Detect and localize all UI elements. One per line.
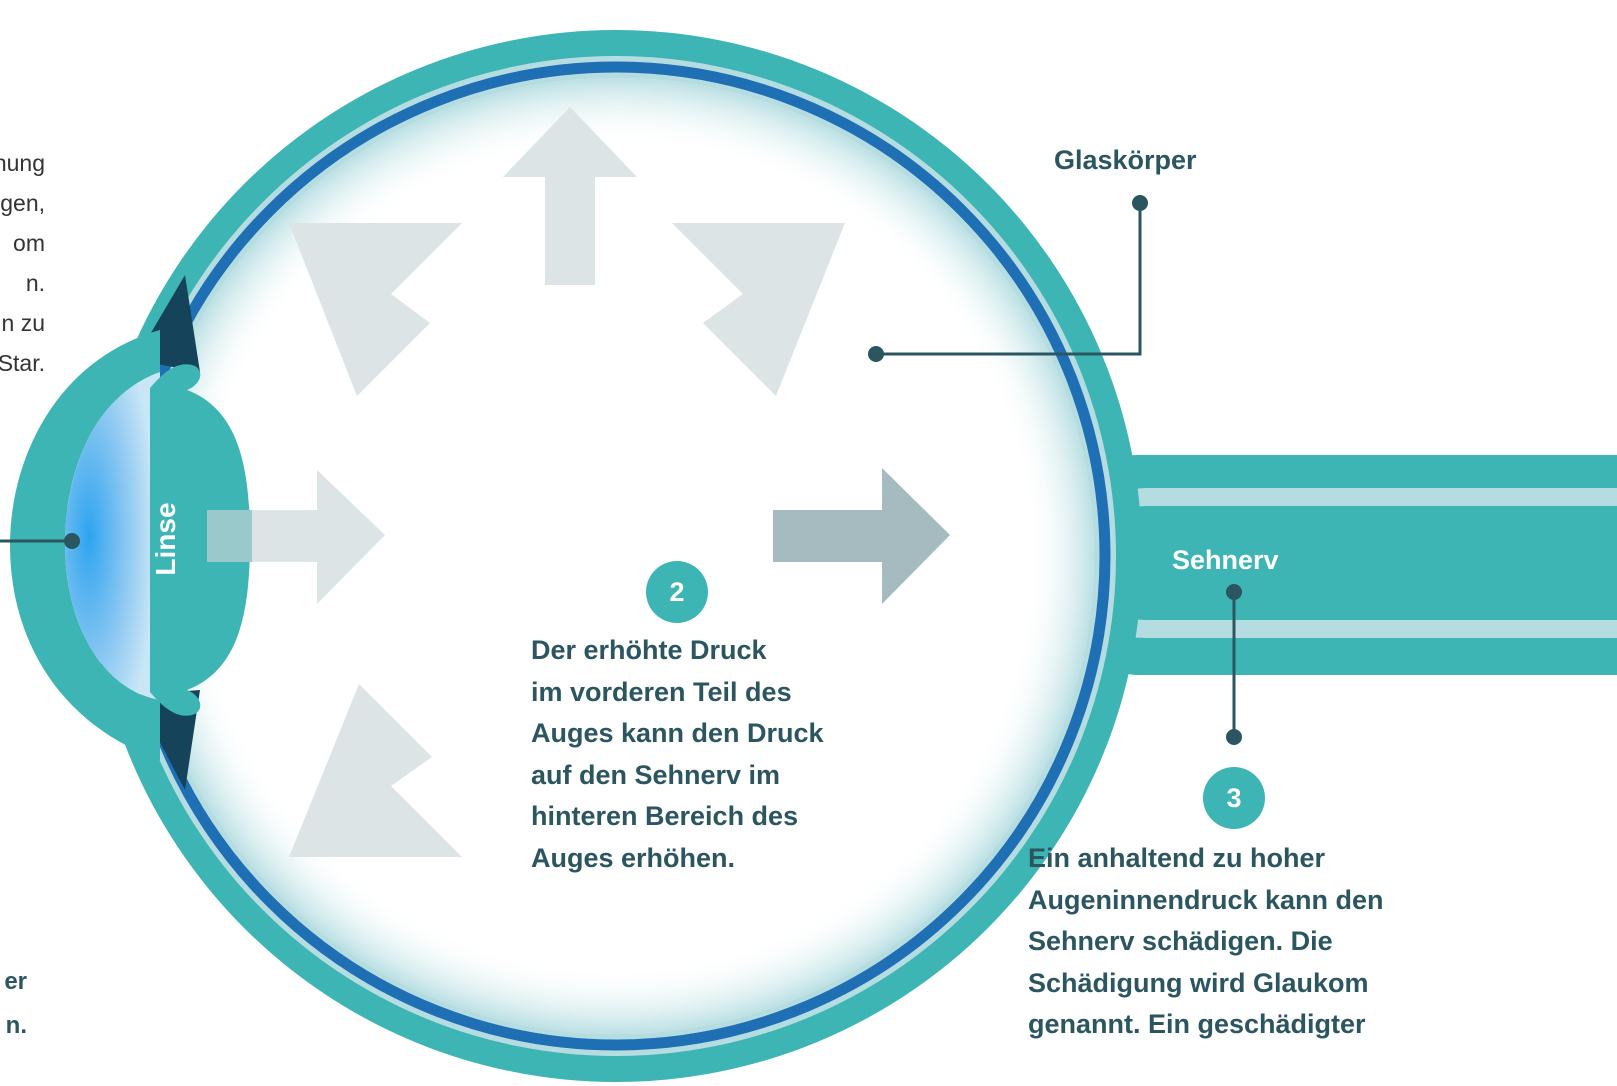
glaskoerper-leader [876, 203, 1142, 356]
left-line: Star. [0, 350, 45, 376]
label-sehnerv: Sehnerv [1172, 545, 1279, 575]
arrow-up-left-icon [289, 223, 462, 396]
step-3-line: Ein anhaltend zu hoher [1028, 843, 1326, 873]
step-2-line: hinteren Bereich des [531, 801, 799, 831]
leader-lines [0, 203, 1236, 737]
left-line: n zu [1, 310, 45, 336]
left-paragraph: hung gen, om n. n zu Star. [0, 143, 45, 383]
step-2-line: Auges erhöhen. [531, 842, 736, 873]
sehnerv-dot [1226, 584, 1242, 600]
left-line: n. [25, 270, 45, 296]
step-2-line: Auges kann den Druck [531, 718, 824, 748]
left-line: om [13, 230, 45, 256]
step-2-text: Der erhöhte Druck im vorderen Teil des A… [531, 630, 824, 879]
step-3-line: genannt. Ein geschädigter [1028, 1009, 1366, 1039]
step-2-line: im vorderen Teil des [531, 676, 792, 707]
left-line: gen, [0, 190, 45, 216]
pressure-arrows [207, 107, 950, 857]
arrow-right-icon [207, 470, 385, 604]
left-line: hung [0, 150, 45, 176]
step-3-line: Augeninnendruck kann den [1028, 884, 1384, 915]
label-glaskoerper: Glaskörper [1054, 145, 1197, 175]
left-bold-line: n. [5, 1012, 27, 1039]
glaskoerper-dot [1132, 195, 1148, 211]
sehnerv-end-dot [1226, 729, 1242, 745]
step-3-line: Schädigung wird Glaukom [1028, 967, 1369, 998]
step-badge-3: 3 [1203, 767, 1265, 829]
cornea [10, 330, 160, 760]
step-2-line: Der erhöhte Druck [531, 635, 767, 665]
arrow-down-left-icon [289, 684, 462, 857]
label-linse: Linse [150, 502, 181, 576]
arrow-right-dark-icon [773, 468, 950, 604]
arrow-up-icon [503, 107, 637, 285]
step-badge-2: 2 [646, 561, 708, 623]
arrow-up-right-icon [672, 223, 845, 396]
step-2-line: auf den Sehnerv im [531, 759, 781, 790]
step-3-text: Ein anhaltend zu hoher Augeninnendruck k… [1028, 838, 1384, 1046]
step-3-line: Sehnerv schädigen. Die [1028, 926, 1333, 956]
glaskoerper-target-dot [868, 346, 884, 362]
left-bold-paragraph: er n. [4, 960, 27, 1048]
left-bold-line: er [4, 968, 27, 995]
arrow-right-shadow [207, 510, 252, 562]
cornea-dot [64, 533, 80, 549]
optic-nerve [1000, 455, 1617, 675]
lens [150, 364, 250, 716]
